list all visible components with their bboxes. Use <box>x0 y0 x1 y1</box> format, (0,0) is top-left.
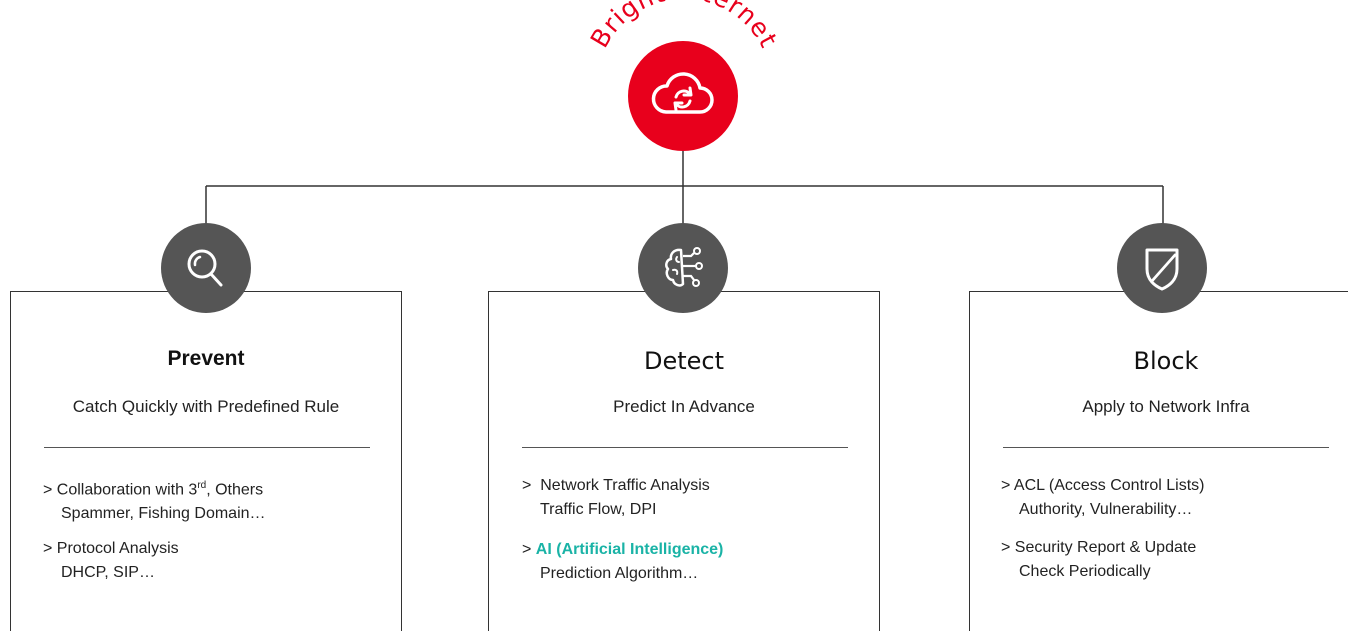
search-icon <box>161 223 251 313</box>
card-subtitle: Predict In Advance <box>613 397 755 416</box>
list-item: > Collaboration with 3rd, Others Spammer… <box>43 480 266 523</box>
divider <box>44 447 370 448</box>
card-title: Detect <box>643 347 725 375</box>
card-title: Block <box>1133 347 1199 375</box>
card-title: Prevent <box>167 347 245 370</box>
card-subtitle: Apply to Network Infra <box>1082 397 1250 416</box>
list-item: > Network Traffic Analysis Traffic Flow,… <box>522 477 710 518</box>
prevent-card: Prevent Catch Quickly with Predefined Ru… <box>10 291 402 631</box>
shield-icon <box>1117 223 1207 313</box>
list-item: > Security Report & Update Check Periodi… <box>1001 539 1197 580</box>
card-subtitle: Catch Quickly with Predefined Rule <box>72 397 340 416</box>
list-item: > Protocol Analysis DHCP, SIP… <box>43 540 179 581</box>
list-item: > ACL (Access Control Lists) Authority, … <box>1001 477 1205 518</box>
divider <box>1003 447 1329 448</box>
divider <box>522 447 848 448</box>
detect-card: Detect Predict In Advance > Network Traf… <box>488 291 880 631</box>
block-card: Block Apply to Network Infra > ACL (Acce… <box>969 291 1348 631</box>
list-item: > AI (Artificial Intelligence) Predictio… <box>522 541 724 582</box>
ai-brain-icon <box>638 223 728 313</box>
cloud-sync-icon <box>628 41 738 151</box>
